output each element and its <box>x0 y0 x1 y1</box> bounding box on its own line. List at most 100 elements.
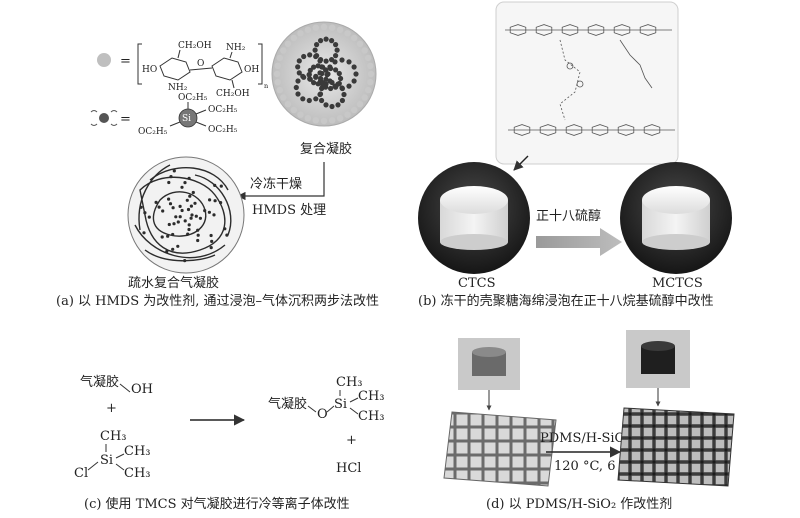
oc2h5-label-2: OC₂H₅ <box>208 105 238 115</box>
aerogel-particle <box>191 190 195 195</box>
gel-bead <box>351 64 357 70</box>
gel-bead <box>295 78 301 84</box>
gel-bead <box>333 84 339 90</box>
aerogel-particle <box>161 209 165 213</box>
gel-bead <box>329 79 335 86</box>
gel-bead <box>312 47 318 53</box>
aerogel-particle <box>213 183 217 187</box>
gel-bead <box>329 38 335 44</box>
gel-outer-bead <box>356 101 364 108</box>
plus-2: + <box>346 433 357 448</box>
aerogel-particle <box>183 259 187 263</box>
glucosamine-ring <box>639 24 657 36</box>
product-ch3-bottom: CH₃ <box>358 409 385 424</box>
tmcs-si: Si <box>100 453 113 468</box>
aerogel-particle <box>193 201 197 205</box>
aerogel-fiber <box>138 164 171 231</box>
aerogel-particle <box>208 198 212 202</box>
molecular-scheme-box <box>495 1 679 165</box>
aerogel-particle <box>154 200 158 204</box>
aerogel-particle <box>166 234 170 238</box>
gel-bead <box>329 57 335 63</box>
hydrophobic-aerogel-label: 疏水复合气凝胶 <box>128 275 219 291</box>
gel-bead <box>338 75 344 82</box>
aerogel-particle <box>219 184 223 188</box>
ctcs-photo <box>418 162 530 274</box>
gel-outer-bead <box>276 54 283 62</box>
phosphate-crosslink <box>559 39 581 121</box>
silane-particle-icon <box>90 110 118 126</box>
aerogel-particle <box>167 197 171 201</box>
aerogel-particle <box>178 215 182 219</box>
aerogel-particle <box>168 202 173 206</box>
gel-bead <box>328 65 334 72</box>
mctcs-photo <box>620 162 732 274</box>
gel-bead <box>319 97 325 104</box>
aerogel-particle <box>194 214 198 218</box>
gel-bead <box>323 67 329 73</box>
process-arrow <box>237 162 325 201</box>
glucosamine-ring <box>513 124 531 136</box>
gel-bead <box>323 84 329 90</box>
oh-label: OH <box>244 65 259 75</box>
sponge-photo-after <box>626 330 690 388</box>
aerogel-particle <box>171 206 175 210</box>
aerogel-particle <box>209 233 213 238</box>
aerogel-particle <box>198 216 202 220</box>
silane-structure: Si OC₂H₅ OC₂H₅ OC₂H₅ OC₂H₅ <box>138 93 238 137</box>
chitosan-structure: CH₂OH NH₂ HO O OH NH₂ CH₂OH n <box>137 41 268 99</box>
gel-outer-bead <box>361 94 368 101</box>
step-freeze-dry-label: 冷冻干燥 <box>250 176 302 192</box>
aerogel-particle <box>187 227 191 232</box>
octadecanethiol-label: 正十八硫醇 <box>536 208 601 224</box>
glucosamine-ring <box>565 124 583 136</box>
conditions-label: 120 °C, 6 h <box>554 459 629 474</box>
gel-outer-bead <box>367 79 374 86</box>
aerogel-particle <box>180 185 184 189</box>
gel-bead <box>333 67 339 73</box>
aerogel-particle <box>143 211 147 215</box>
gel-bead <box>323 76 329 82</box>
gel-bead <box>335 102 341 108</box>
gel-outer-bead <box>329 117 336 124</box>
gel-bead <box>315 81 321 87</box>
gel-bead <box>307 52 313 58</box>
gel-bead <box>306 97 312 104</box>
si-label-silane: Si <box>182 114 191 124</box>
gel-outer-bead <box>320 23 328 31</box>
phosphate-node <box>576 80 584 88</box>
caption-d: (d) 以 PDMS/H-SiO₂ 作改性剂 <box>486 497 672 512</box>
panel-a: = CH₂OH NH₂ HO O OH NH₂ CH₂OH n <box>56 21 379 309</box>
aerogel-particle <box>183 181 187 185</box>
tmcs-cl: Cl <box>74 466 88 481</box>
gel-outer-bead <box>290 106 297 114</box>
gel-outer-bead <box>312 24 319 31</box>
tmcs-ch3-top: CH₃ <box>100 429 127 444</box>
glucosamine-ring <box>539 124 557 136</box>
aerogel-fiber <box>149 167 229 191</box>
gel-outer-bead <box>336 115 344 122</box>
aerogel-reactant-label: 气凝胶 <box>80 374 119 390</box>
mctcs-label: MCTCS <box>652 276 703 291</box>
gel-bead <box>324 72 330 78</box>
gel-bead <box>318 57 324 63</box>
gel-outer-bead <box>284 40 292 47</box>
gel-bead <box>323 102 329 108</box>
aerogel-particle <box>176 220 180 224</box>
gel-outer-bead <box>280 94 287 101</box>
gel-bead <box>323 36 329 42</box>
gel-bead <box>293 84 299 91</box>
aerogel-particle <box>188 194 192 198</box>
gel-bead <box>296 70 302 76</box>
gel-bead <box>311 64 317 70</box>
aerogel-particle <box>174 215 178 219</box>
octadecanethiol-arrow <box>536 228 622 256</box>
aerogel-particle <box>172 169 176 173</box>
glucosamine-ring <box>643 124 661 136</box>
gel-outer-bead <box>365 86 372 94</box>
aerogel-particle <box>171 232 175 237</box>
gel-outer-bead <box>284 101 292 108</box>
glucosamine-ring <box>561 24 579 36</box>
gel-bead <box>295 64 301 70</box>
gel-bead <box>341 91 347 98</box>
